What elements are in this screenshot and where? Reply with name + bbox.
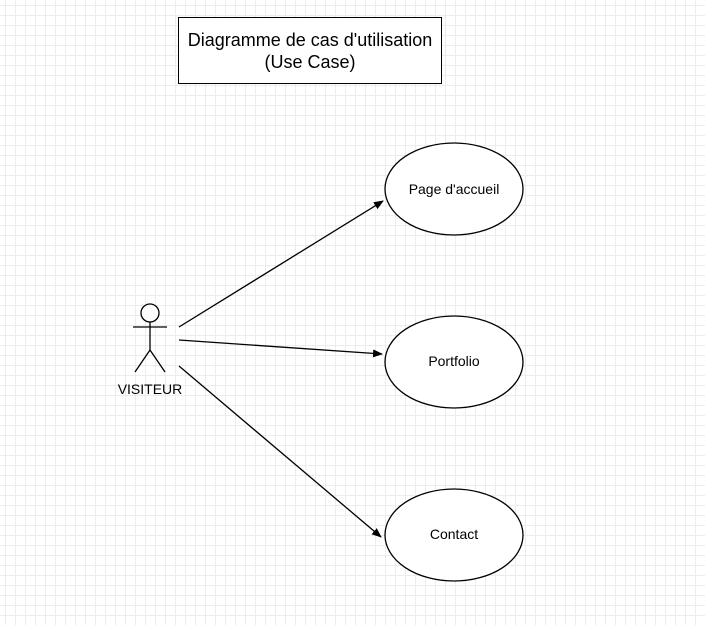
diagram-title: Diagramme de cas d'utilisation (187, 29, 433, 50)
use-case-portfolio: Portfolio (384, 315, 524, 409)
use-case-contact: Contact (384, 488, 524, 582)
actor-right-leg (149, 349, 166, 373)
association-arrow-page-accueil (178, 200, 384, 328)
actor-left-leg (134, 349, 151, 373)
diagram-title-box: Diagramme de cas d'utilisation (Use Case… (178, 17, 442, 84)
association-arrow-portfolio (178, 339, 383, 358)
association-arrow-contact (178, 365, 382, 538)
use-case-page-accueil: Page d'accueil (384, 142, 524, 236)
actor-stick-figure (133, 303, 167, 373)
use-case-label: Page d'accueil (409, 181, 500, 197)
use-case-label: Contact (430, 526, 478, 542)
actor-head (140, 303, 160, 323)
use-case-label: Portfolio (428, 353, 480, 369)
actor-label: VISITEUR (118, 381, 183, 397)
diagram-subtitle: (Use Case) (264, 51, 356, 72)
